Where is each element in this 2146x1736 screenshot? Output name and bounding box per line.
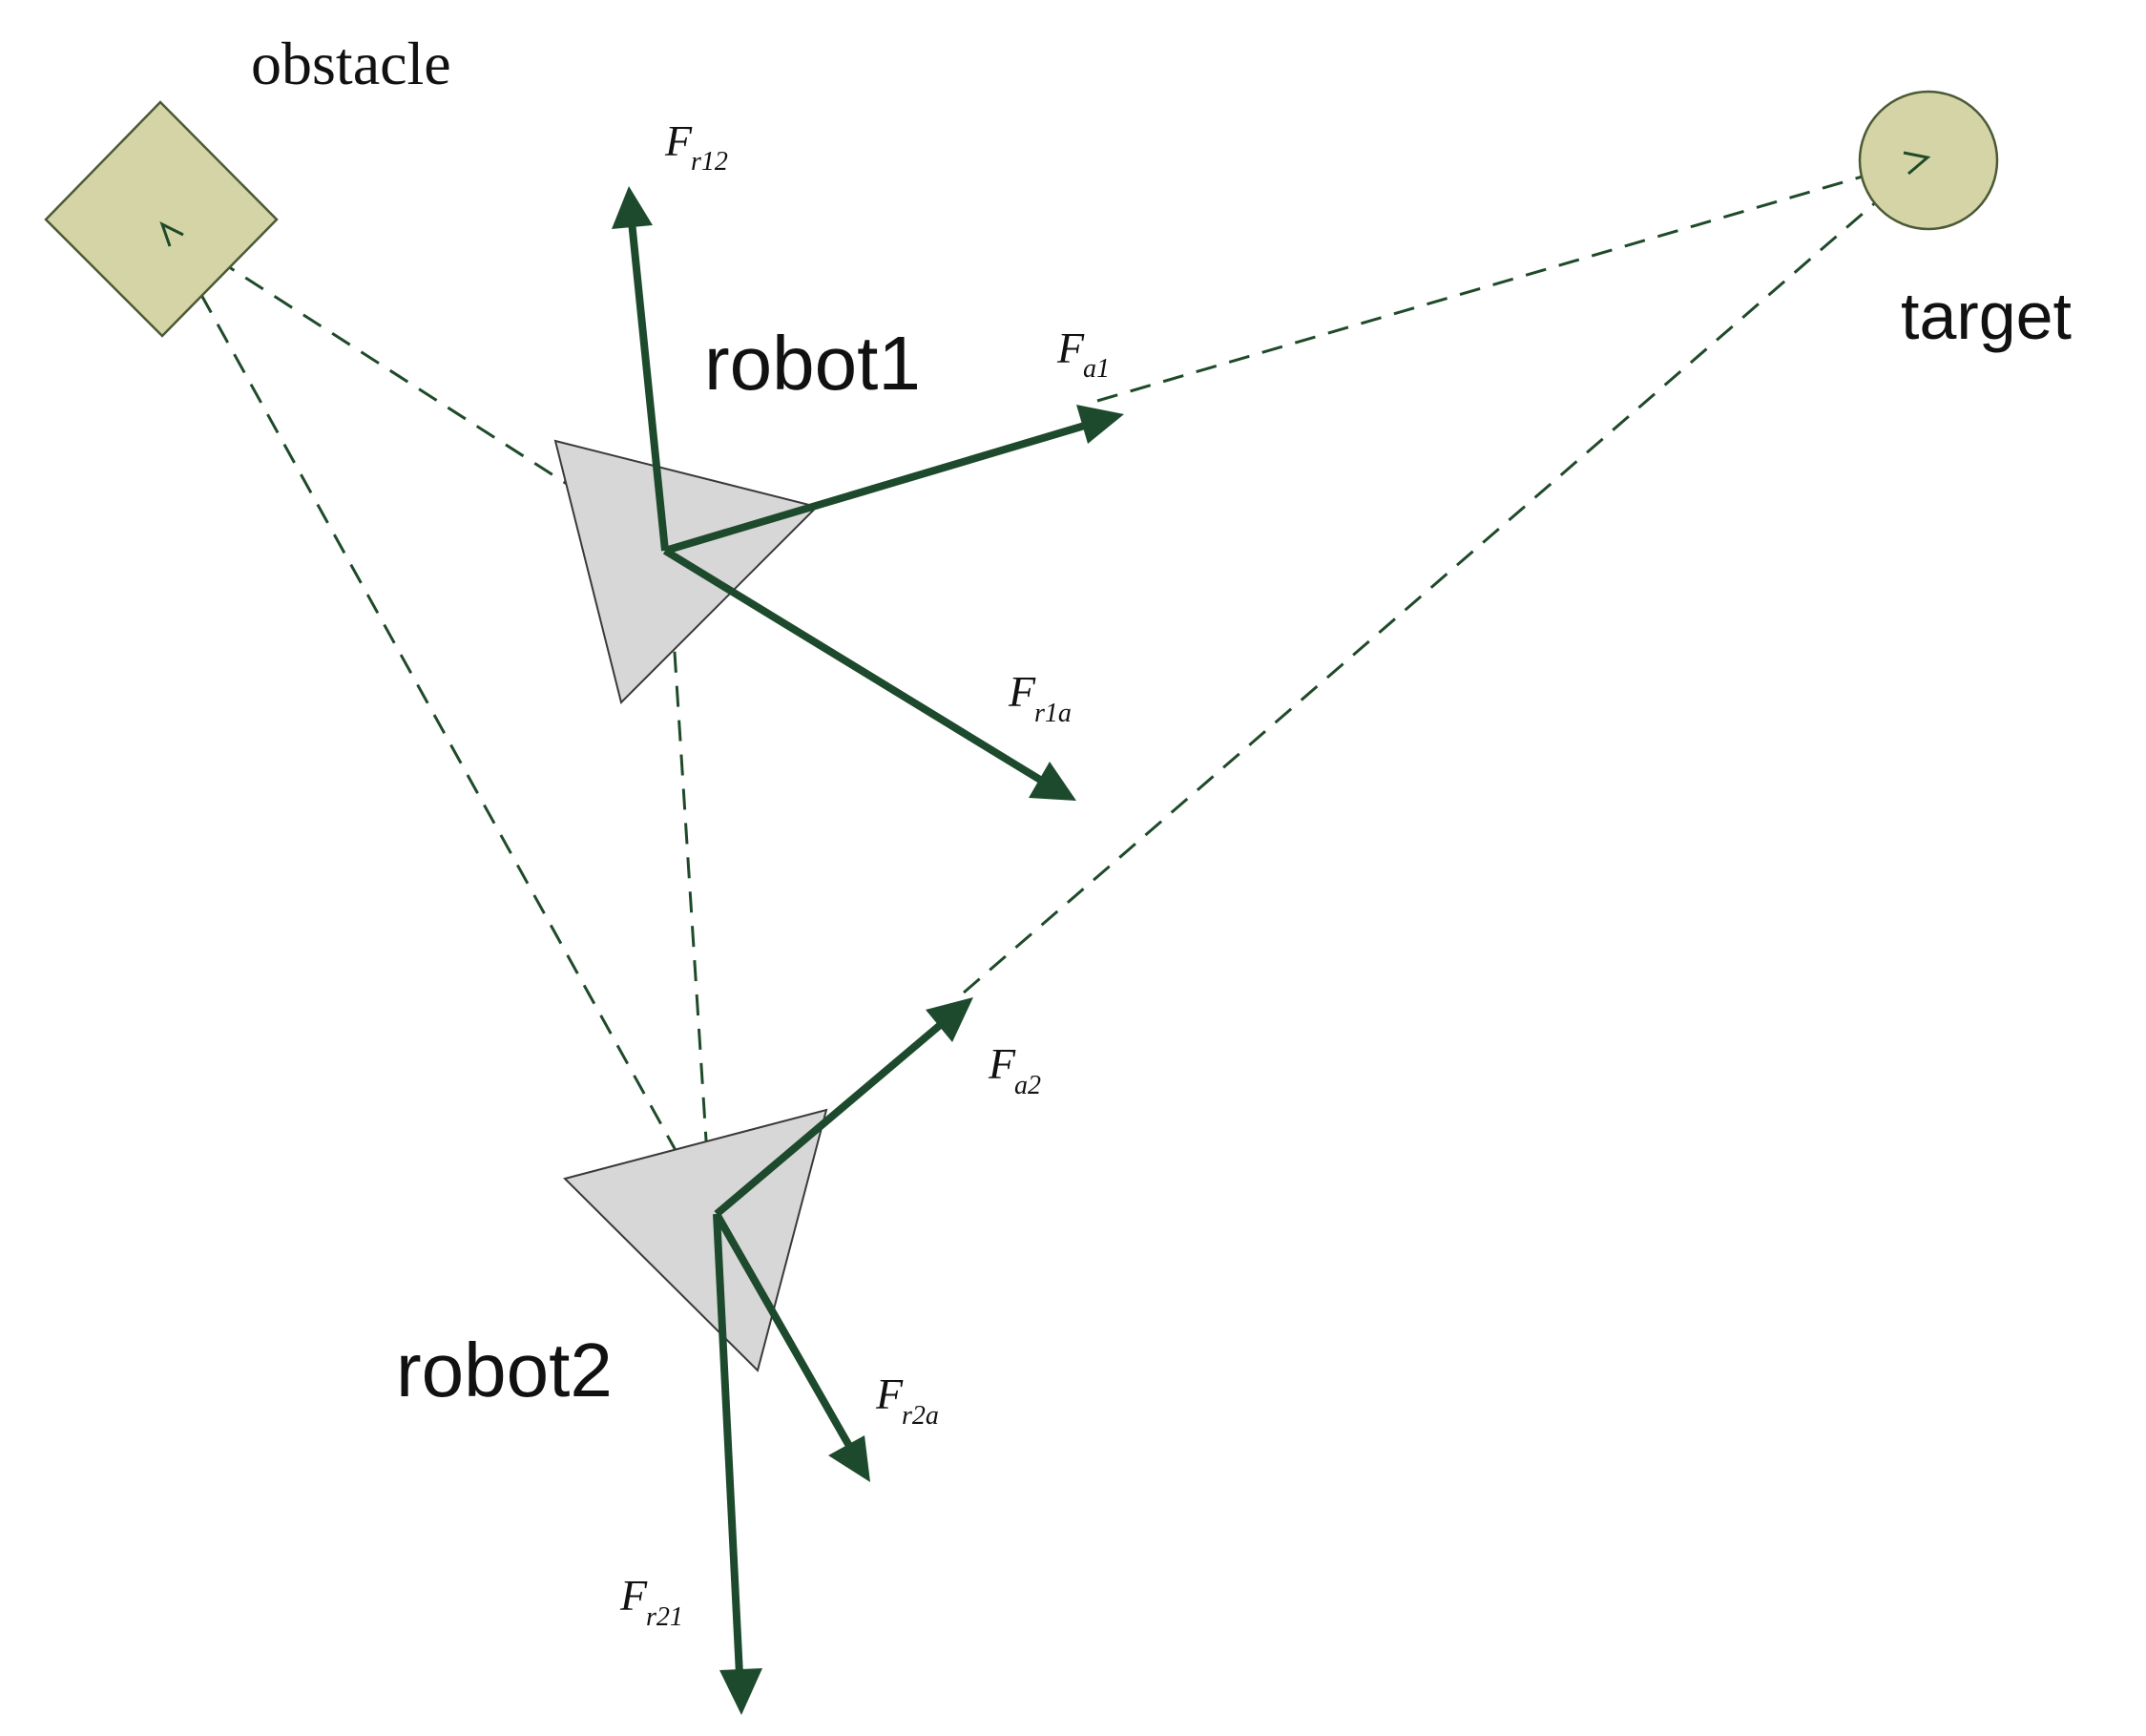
fa1-label: F a1 <box>1056 324 1110 384</box>
force-fr2a-arrow <box>713 1212 870 1482</box>
svg-text:F: F <box>619 1571 648 1620</box>
robot1-label: robot1 <box>704 321 921 406</box>
force-fa1-arrow <box>663 405 1124 554</box>
force-fr1a-arrow <box>662 547 1076 801</box>
target-label: target <box>1901 279 2072 353</box>
force-fr12-arrow <box>612 186 669 552</box>
target-arrow-tip <box>1903 151 1931 176</box>
svg-text:F: F <box>875 1370 904 1418</box>
svg-text:F: F <box>1008 667 1036 716</box>
target-circle <box>1858 90 1999 231</box>
svg-text:a2: a2 <box>1014 1071 1041 1100</box>
dash-robot2-to-obstacle <box>160 223 713 1215</box>
dash-robot1-to-robot2 <box>666 548 713 1215</box>
svg-text:a1: a1 <box>1083 354 1110 384</box>
dash-robot1-to-obstacle <box>161 222 669 551</box>
robot1-shape <box>553 439 819 704</box>
obstacle-shape <box>44 100 279 338</box>
fr21-label: F r21 <box>619 1571 683 1632</box>
fr2a-label: F r2a <box>875 1370 939 1431</box>
force-fr21-arrow <box>713 1213 762 1715</box>
obstacle-arrow-tip <box>159 221 184 247</box>
svg-text:F: F <box>664 116 693 165</box>
fr12-label: F r12 <box>664 116 728 177</box>
dash-robot2-to-target <box>963 156 1928 994</box>
svg-text:r1a: r1a <box>1034 699 1072 728</box>
svg-text:r21: r21 <box>646 1602 683 1632</box>
force-fa2-arrow <box>714 997 973 1218</box>
svg-text:r2a: r2a <box>902 1401 939 1431</box>
fr1a-label: F r1a <box>1008 667 1072 728</box>
fa2-label: F a2 <box>988 1039 1041 1100</box>
dash-robot1-to-target <box>1096 156 1928 403</box>
svg-text:F: F <box>988 1039 1016 1088</box>
svg-text:r12: r12 <box>691 147 728 177</box>
svg-text:F: F <box>1056 324 1085 372</box>
robot2-label: robot2 <box>396 1328 613 1412</box>
obstacle-label: obstacle <box>251 30 451 97</box>
